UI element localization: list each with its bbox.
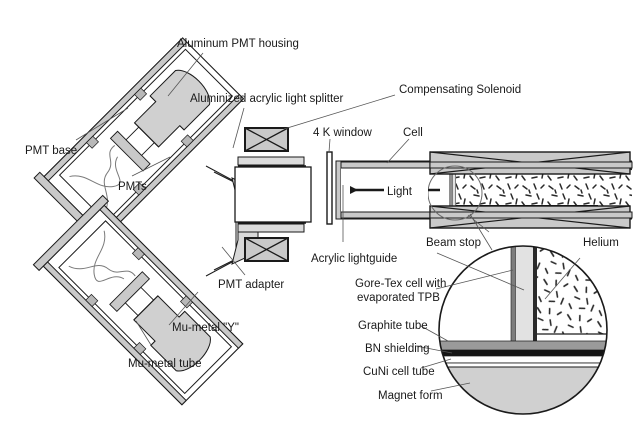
label-compensating-solenoid: Compensating Solenoid	[399, 84, 521, 96]
label-aluminized-acrylic-light-splitter: Aluminized acrylic light splitter	[190, 93, 344, 105]
lightguide-support-shelves	[237, 156, 306, 233]
label-cuni-cell-tube: CuNi cell tube	[363, 366, 435, 378]
inset-graphite-vertical	[510, 246, 517, 344]
upper-pmt-arm-assembly	[33, 37, 245, 248]
label-cell: Cell	[403, 127, 423, 139]
label-4k-window: 4 K window	[313, 127, 373, 139]
label-mu-metal-y: Mu-metal "Y"	[172, 322, 239, 334]
inset-graphite-tube-layer	[439, 340, 607, 351]
inset-beam-stop-edge	[533, 246, 537, 343]
label-graphite-tube: Graphite tube	[358, 320, 428, 332]
label-gore-tex-line1: Gore-Tex cell with	[355, 278, 446, 290]
inset-white-gap-layer	[439, 355, 607, 364]
pmt-base-wiring-upper	[69, 156, 121, 188]
label-gore-tex-line2: evaporated TPB	[357, 292, 440, 304]
inset-beam-stop	[516, 246, 533, 343]
compensating-solenoid-coil-upper-left	[244, 127, 289, 152]
light-direction-arrow: Light	[350, 181, 440, 198]
label-acrylic-lightguide: Acrylic lightguide	[311, 253, 397, 265]
label-pmt-base: PMT base	[25, 145, 77, 157]
leader-lines	[75, 52, 581, 392]
label-aluminum-pmt-housing: Aluminum PMT housing	[177, 38, 299, 50]
light-label: Light	[387, 186, 413, 198]
label-mu-metal-tube: Mu-metal tube	[128, 358, 202, 370]
label-magnet-form: Magnet form	[378, 390, 443, 402]
label-beam-stop: Beam stop	[426, 237, 481, 249]
inset-cuni-cell-tube-layer	[439, 362, 607, 368]
pmt-base-wiring-lower	[93, 230, 125, 282]
cell-wall-cross-section-inset	[438, 245, 608, 415]
label-helium: Helium	[583, 237, 619, 249]
mu-metal-endcap-lower	[32, 194, 110, 272]
acrylic-lightguide	[234, 166, 312, 223]
label-pmt-adapter: PMT adapter	[218, 279, 284, 291]
inset-bn-shielding-layer	[439, 350, 607, 356]
compensating-solenoid-coil-lower-left	[244, 237, 289, 262]
label-bn-shielding: BN shielding	[365, 343, 430, 355]
inset-helium-region	[537, 246, 607, 334]
four-k-window	[326, 151, 333, 225]
label-pmts: PMTs	[118, 181, 147, 193]
lower-pmt-arm-assembly	[32, 194, 244, 406]
